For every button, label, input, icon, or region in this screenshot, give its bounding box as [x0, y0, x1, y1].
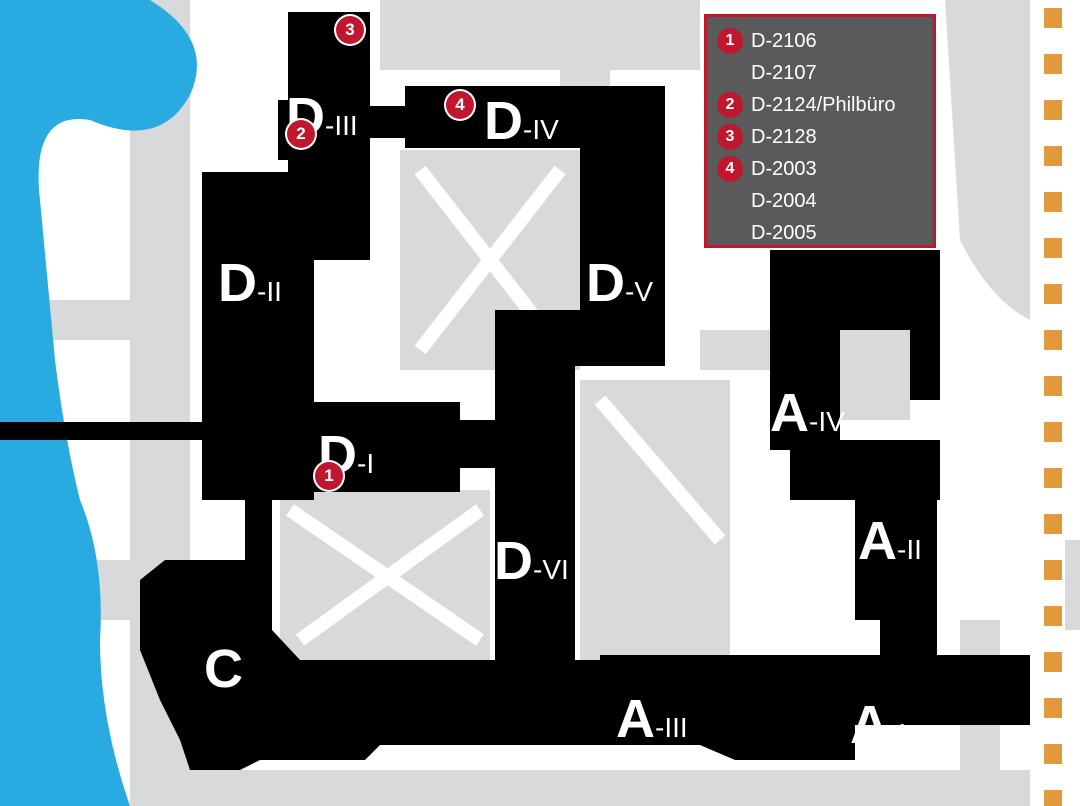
legend-marker: 2: [717, 92, 743, 118]
legend-marker: [717, 60, 743, 86]
room-marker-1[interactable]: 1: [315, 462, 343, 490]
rail-sleeper: [1044, 514, 1062, 534]
legend-room: D-2128: [751, 125, 817, 148]
rail-sleeper: [1044, 8, 1062, 28]
rail-sleeper: [1044, 284, 1062, 304]
legend-row: 3 D-2128: [707, 121, 933, 153]
wing-label-a-i: A-I: [850, 695, 907, 755]
legend-room: D-2005: [751, 221, 817, 244]
rail-sleeper: [1044, 560, 1062, 580]
legend-room: D-2003: [751, 157, 817, 180]
legend-room: D-2124/Philbüro: [751, 93, 896, 116]
wing-label-c: C: [204, 639, 243, 699]
rail-sleeper: [1044, 330, 1062, 350]
legend-room: D-2107: [751, 61, 817, 84]
rail-sleeper: [1044, 744, 1062, 764]
room-marker-3[interactable]: 3: [336, 16, 364, 44]
legend-marker: 3: [717, 124, 743, 150]
legend-row: 4 D-2003: [707, 153, 933, 185]
legend-row: D-2107: [707, 57, 933, 89]
wing-label-d-vi: D-VI: [494, 531, 569, 591]
rail-sleeper: [1044, 100, 1062, 120]
wing-label-d-iv: D-IV: [484, 91, 559, 151]
rail-sleeper: [1044, 698, 1062, 718]
rail-sleeper: [1044, 146, 1062, 166]
legend-row: D-2004: [707, 185, 933, 217]
wing-label-d-ii: D-II: [218, 253, 282, 313]
rail-sleeper: [1044, 652, 1062, 672]
rail-sleeper: [1044, 54, 1062, 74]
wing-label-a-iii: A-III: [616, 689, 688, 749]
legend-row: 1 D-2106: [707, 25, 933, 57]
rail-sleeper: [1044, 790, 1062, 806]
railway-track-icon: [1044, 0, 1062, 806]
legend-marker: [717, 188, 743, 214]
legend-room: D-2106: [751, 29, 817, 52]
room-marker-4[interactable]: 4: [446, 91, 474, 119]
wing-label-d-v: D-V: [586, 253, 653, 313]
wing-label-a-ii: A-II: [858, 511, 922, 571]
rail-sleeper: [1044, 468, 1062, 488]
legend-marker: [717, 220, 743, 246]
river-icon: [0, 0, 197, 806]
rail-sleeper: [1044, 606, 1062, 626]
building-footprint: [0, 12, 1030, 770]
rail-sleeper: [1044, 192, 1062, 212]
room-marker-2[interactable]: 2: [287, 120, 315, 148]
legend-marker: 4: [717, 156, 743, 182]
rail-sleeper: [1044, 376, 1062, 396]
legend-row: 2 D-2124/Philbüro: [707, 89, 933, 121]
legend-marker: 1: [717, 28, 743, 54]
wing-label-a-iv: A-IV: [770, 383, 845, 443]
rail-sleeper: [1044, 422, 1062, 442]
legend-row: D-2005: [707, 217, 933, 249]
rail-sleeper: [1044, 238, 1062, 258]
legend-room: D-2004: [751, 189, 817, 212]
